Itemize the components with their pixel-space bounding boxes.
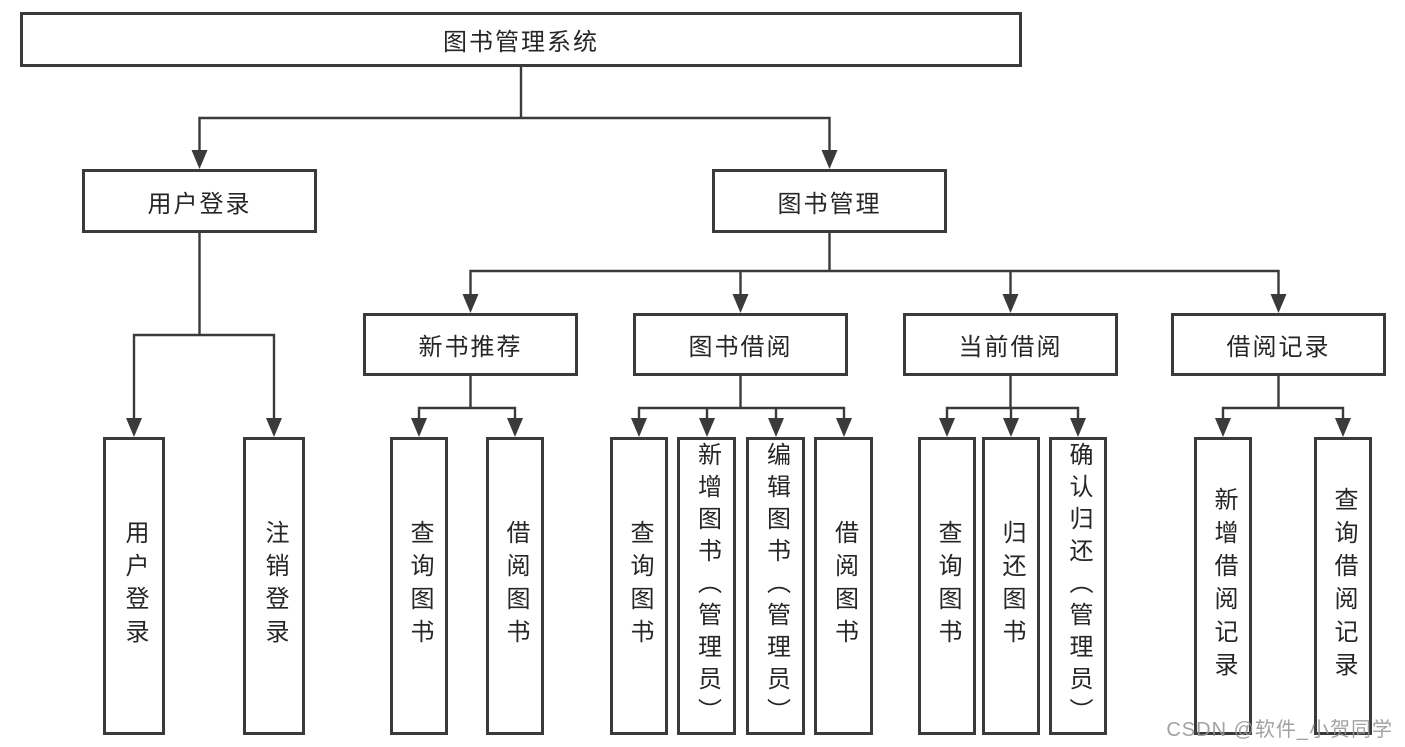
leaf-bb-borrow-books: 借阅图书 <box>814 437 873 735</box>
leaf-br-query-record: 查询借阅记录 <box>1314 437 1372 735</box>
leaf-bb-add-books-admin: 新增图书（管理员） <box>677 437 736 735</box>
node-current-borrow: 当前借阅 <box>903 313 1118 376</box>
leaf-bb-edit-books-admin: 编辑图书（管理员） <box>746 437 805 735</box>
node-new-book-recommend: 新书推荐 <box>363 313 578 376</box>
leaf-cb-return-books: 归还图书 <box>982 437 1040 735</box>
leaf-br-add-record: 新增借阅记录 <box>1194 437 1252 735</box>
node-book-management: 图书管理 <box>712 169 947 233</box>
leaf-logout: 注销登录 <box>243 437 305 735</box>
leaf-user-login: 用户登录 <box>103 437 165 735</box>
leaf-cb-confirm-return-admin: 确认归还（管理员） <box>1049 437 1107 735</box>
leaf-bb-query-books: 查询图书 <box>610 437 668 735</box>
leaf-nbr-query-books: 查询图书 <box>390 437 448 735</box>
node-book-borrow: 图书借阅 <box>633 313 848 376</box>
leaf-nbr-borrow-books: 借阅图书 <box>486 437 544 735</box>
leaf-cb-query-books: 查询图书 <box>918 437 976 735</box>
node-book-management-system: 图书管理系统 <box>20 12 1022 67</box>
node-borrow-records: 借阅记录 <box>1171 313 1386 376</box>
node-user-login: 用户登录 <box>82 169 317 233</box>
watermark: CSDN @软件_小贺同学 <box>1166 719 1393 741</box>
